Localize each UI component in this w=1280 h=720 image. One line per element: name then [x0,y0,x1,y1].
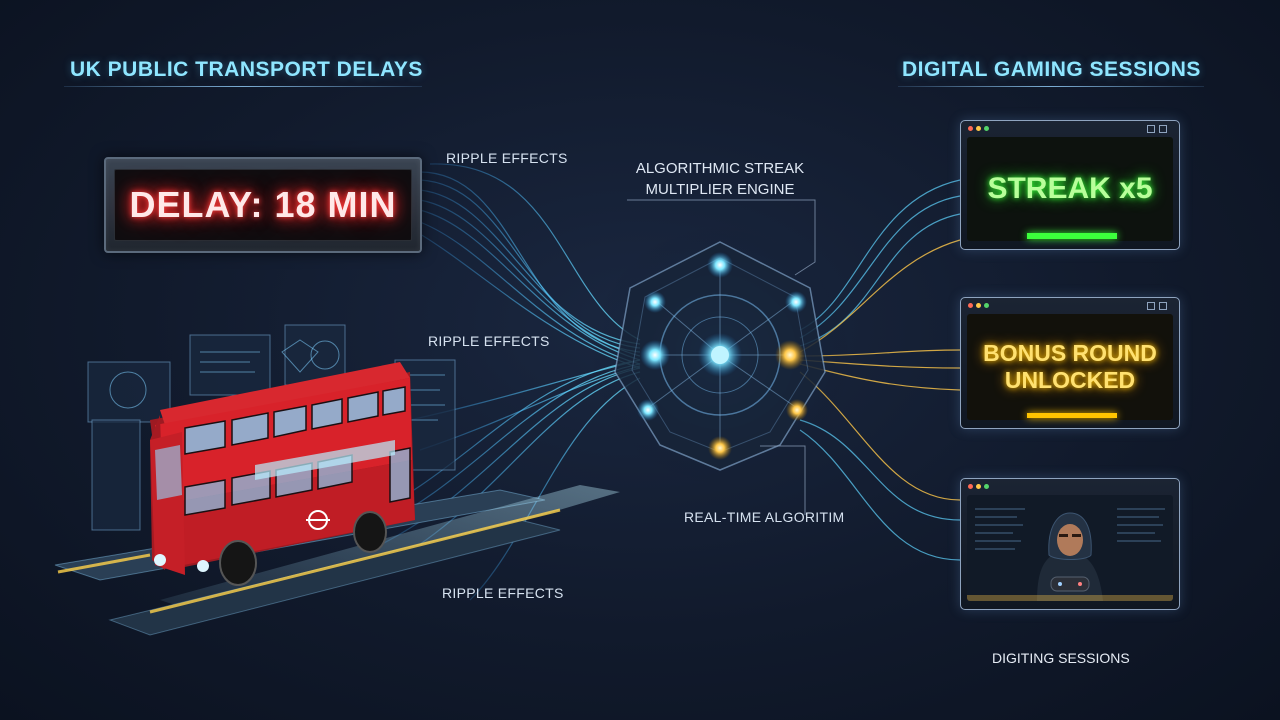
right-heading: DIGITAL GAMING SESSIONS [902,58,1201,81]
left-heading: UK PUBLIC TRANSPORT DELAYS [70,58,423,81]
bonus-text-line2: UNLOCKED [1004,367,1136,393]
left-heading-underline [64,86,422,87]
engine-title-line2: MULTIPLIER ENGINE [645,181,795,198]
window-dots-icon [968,126,973,131]
streak-progress-bar [1027,233,1117,239]
streak-screen: STREAK x5 [967,137,1173,241]
right-heading-underline [898,86,1204,87]
double-decker-bus-illustration [150,362,415,586]
delay-board: DELAY: 18 MIN [104,157,422,253]
window-controls-icon [1147,125,1155,133]
engine-subtitle: REAL-TIME ALGORITIM [684,509,845,525]
bonus-text-line1: BONUS ROUND [983,340,1157,366]
ripple-label-top: RIPPLE EFFECTS [446,150,568,166]
streak-text: STREAK x5 [987,172,1153,205]
engine-title-line1: ALGORITHMIC STREAK [635,160,805,177]
bonus-progress-bar [1027,413,1117,418]
gamer-caption: DIGITING SESSIONS [992,650,1130,666]
window-dots-icon [968,303,973,308]
window-titlebar [961,121,1179,137]
gamer-illustration [967,495,1173,601]
delay-text: DELAY: 18 MIN [129,184,397,225]
streak-window: STREAK x5 [960,120,1180,250]
ripple-label-middle: RIPPLE EFFECTS [428,333,550,349]
hub-nodes [637,252,808,460]
gamer-window [960,478,1180,610]
engine-title: ALGORITHMIC STREAK MULTIPLIER ENGINE [600,158,840,200]
bonus-screen: BONUS ROUND UNLOCKED [967,314,1173,420]
bonus-window: BONUS ROUND UNLOCKED [960,297,1180,429]
window-dots-icon [968,484,973,489]
delay-display: DELAY: 18 MIN [114,169,412,241]
ripple-label-bottom: RIPPLE EFFECTS [442,585,564,601]
